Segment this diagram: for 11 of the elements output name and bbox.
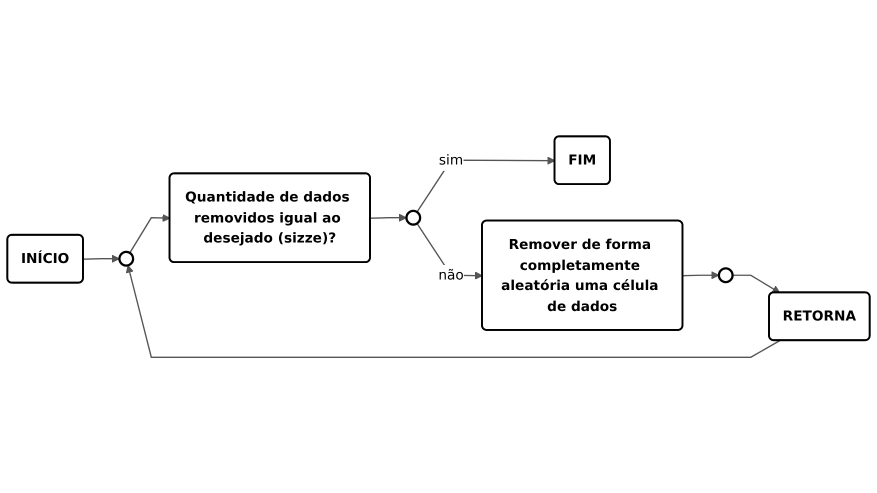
arrow [370,213,407,222]
arrow [129,214,170,253]
node-circle [718,267,734,283]
node-circle [405,209,422,226]
node-circle [118,250,134,266]
arrow [83,254,120,262]
edge-label: não [438,266,464,283]
arrow [682,270,720,279]
arrow [732,274,780,293]
edge-label: sim [438,152,464,168]
arrow [126,264,780,358]
